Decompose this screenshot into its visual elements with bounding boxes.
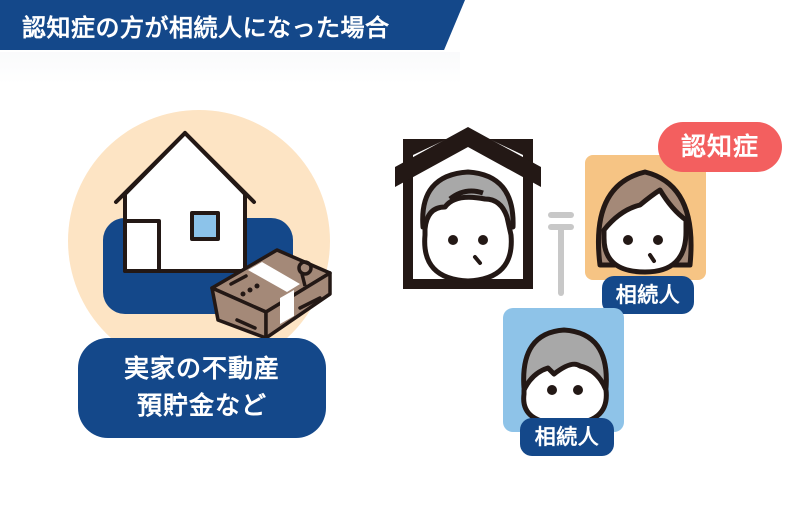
asset-label-line1: 実家の不動産: [123, 354, 280, 383]
house-icon: [114, 131, 256, 273]
man-face-icon: [521, 327, 609, 427]
dementia-badge: 認知症: [658, 122, 782, 172]
heir-label-male: 相続人: [520, 418, 614, 456]
memorial-frame-icon: [395, 127, 541, 289]
asset-label-line2: 預貯金など: [136, 391, 267, 420]
page-title: 認知症の方が相続人になった場合: [22, 14, 390, 42]
header-banner: 認知症の方が相続人になった場合: [0, 0, 465, 50]
assets-illustration: [103, 131, 332, 338]
woman-face-icon: [595, 169, 694, 275]
relation-connector-icon: [548, 212, 574, 296]
decorative-band: [0, 52, 460, 84]
elderly-man-face-icon: [420, 169, 516, 284]
heir-label-female: 相続人: [602, 276, 694, 314]
money-bundle-icon: [210, 248, 332, 338]
asset-label: 実家の不動産 預貯金など: [78, 338, 326, 438]
